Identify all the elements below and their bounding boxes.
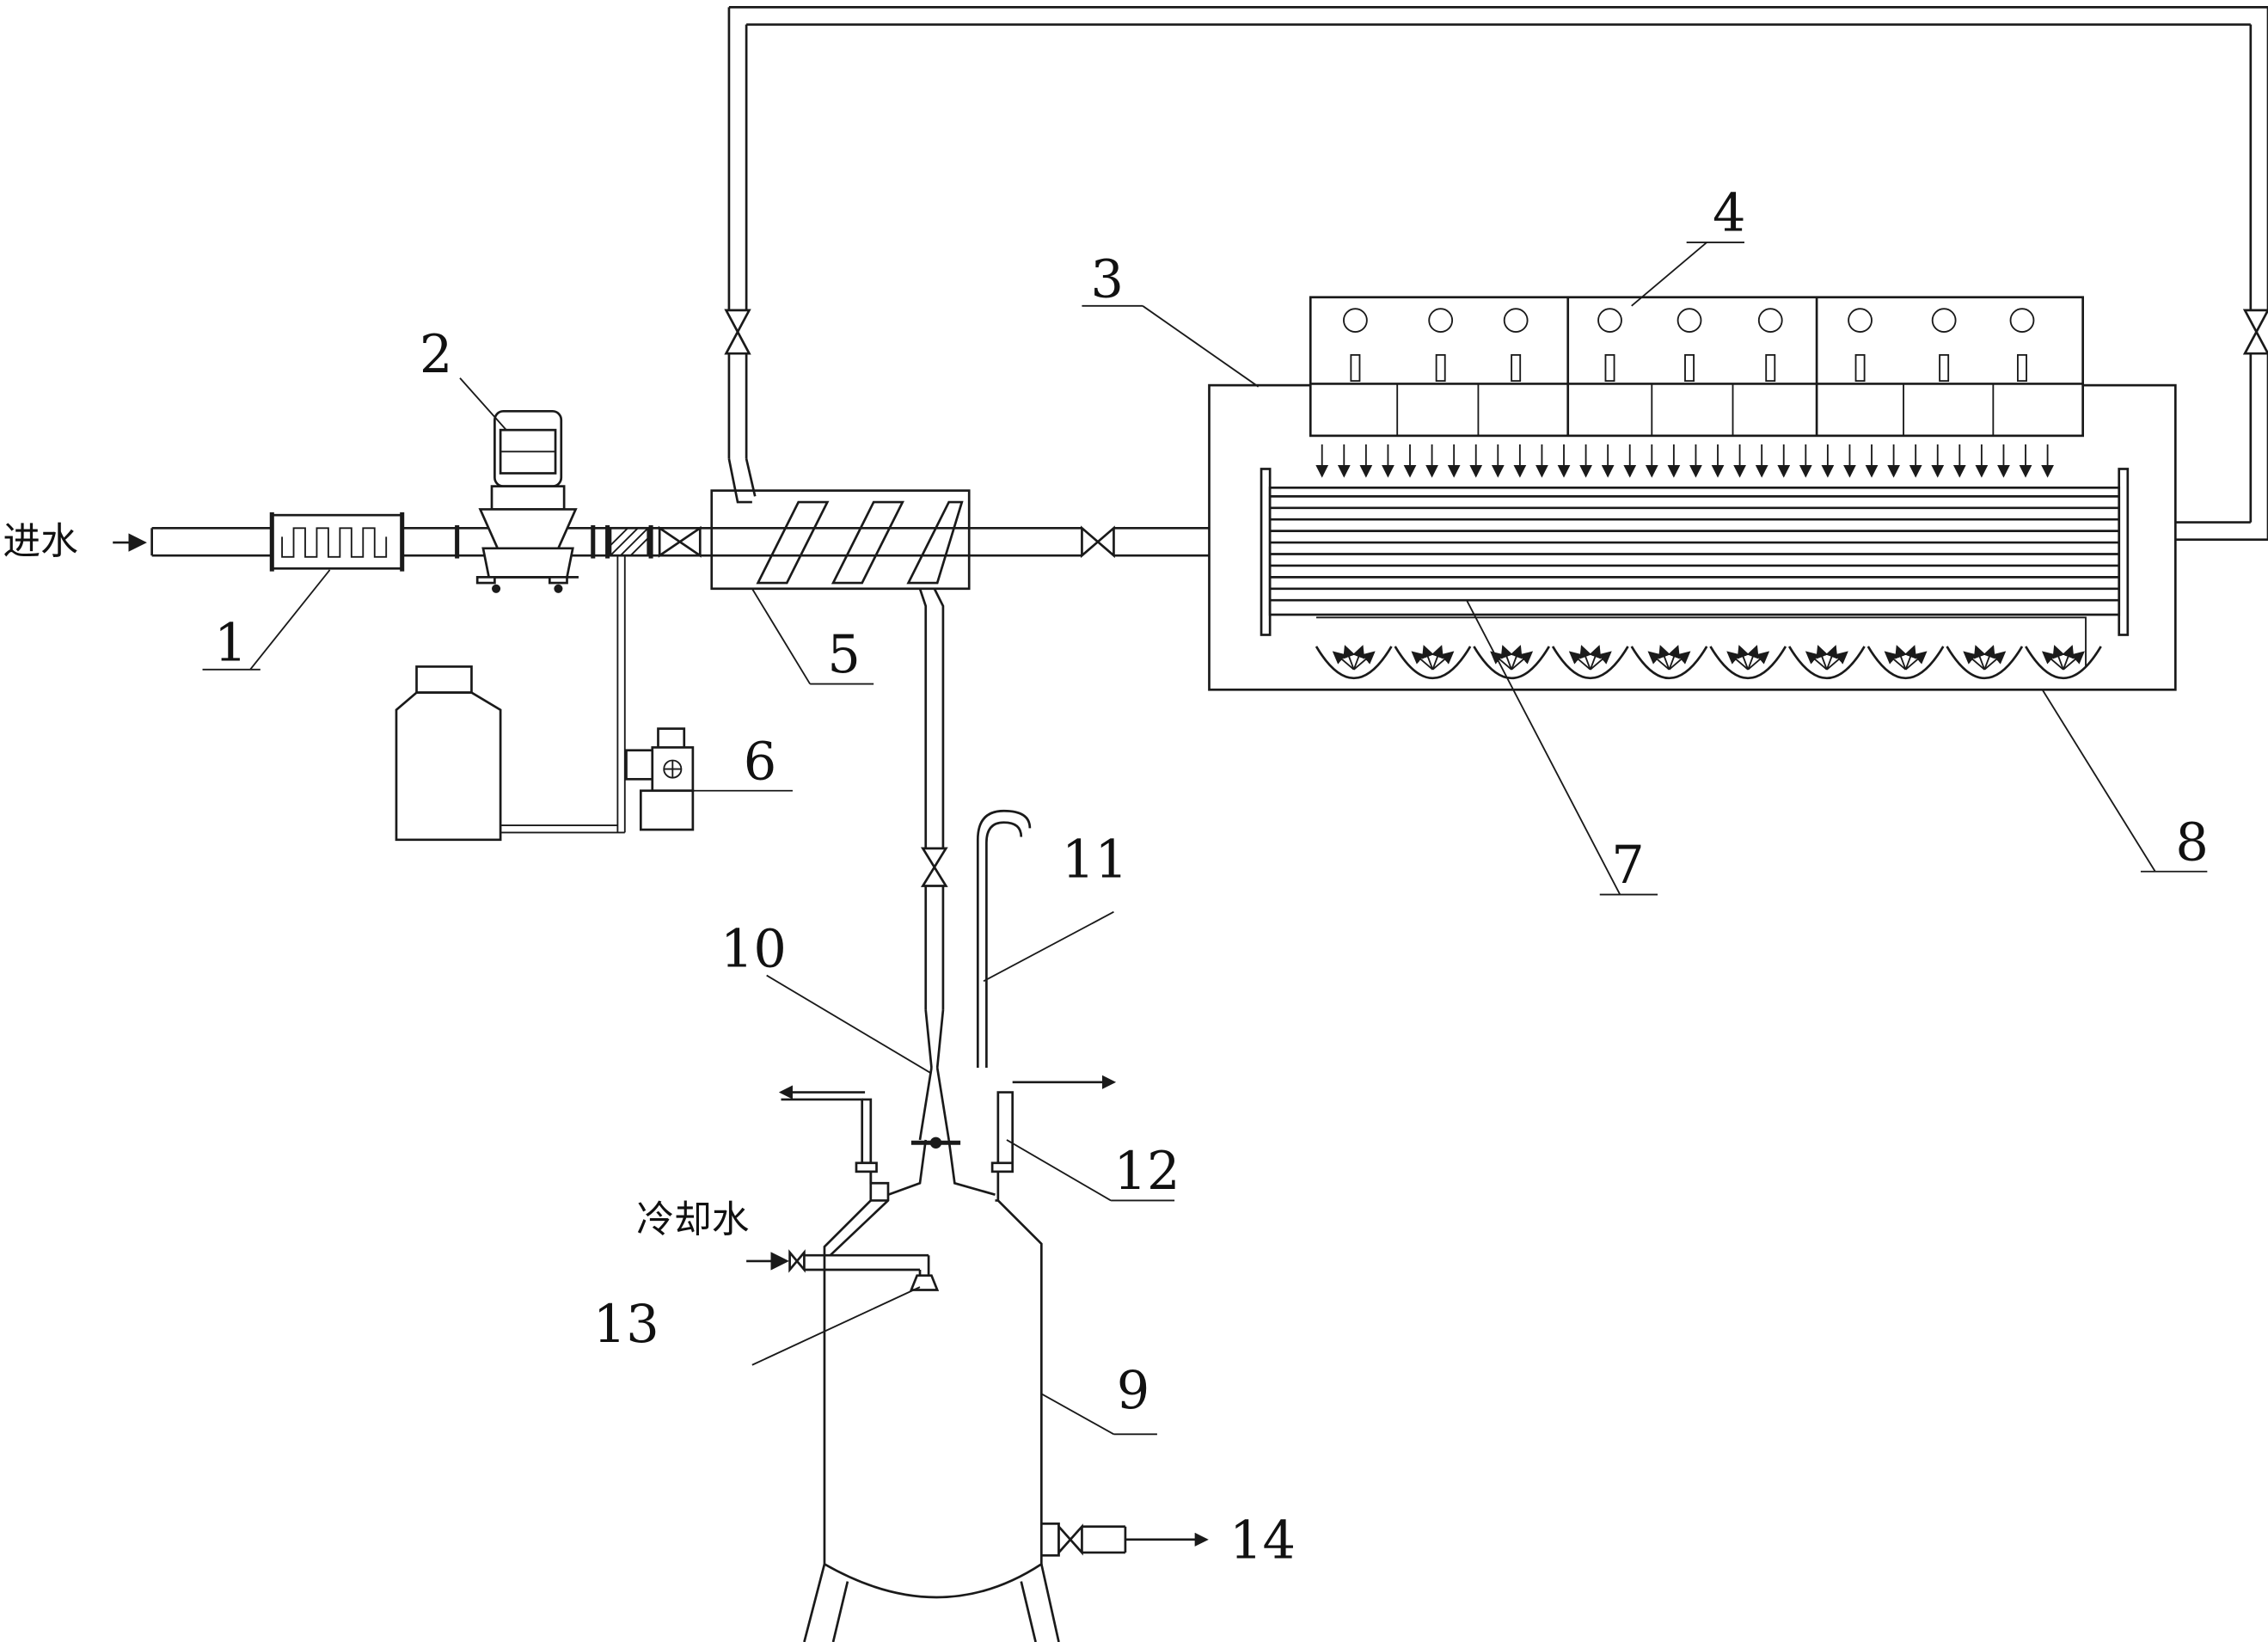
separation-tank-9 — [778, 1075, 1117, 1642]
ejector-nozzle-10 — [910, 1137, 961, 1149]
radiation-arrow — [1411, 651, 1434, 671]
dosing-line — [500, 555, 626, 834]
reflector-lamp — [1867, 646, 1945, 680]
reflector-lamp — [1946, 646, 2024, 680]
radiation-arrow — [1726, 651, 1749, 671]
radiation-arrow — [2063, 651, 2085, 671]
radiation-arrow — [1668, 651, 1691, 671]
reflector-lamps-8 — [1315, 616, 2102, 680]
dosing-pump-6 — [625, 727, 695, 831]
radiation-arrow — [1568, 651, 1591, 671]
radiation-arrow — [1904, 645, 1917, 671]
radiation-arrow — [1963, 651, 1985, 671]
radiation-arrow — [1825, 645, 1838, 671]
radiation-arrow — [1490, 651, 1512, 671]
radiation-arrow — [1511, 651, 1534, 671]
callout-13: 13 — [593, 1295, 659, 1355]
leader-13 — [751, 1286, 921, 1366]
leader-1 — [249, 569, 331, 671]
radiation-arrow — [1590, 651, 1612, 671]
inlet-water-label: 进水 — [3, 520, 77, 564]
callout-2: 2 — [420, 325, 453, 385]
radiation-arrow — [2041, 651, 2064, 671]
coil-heat-exchanger-5 — [710, 489, 971, 591]
reflector-lamp — [1315, 646, 1393, 680]
callout-1: 1 — [214, 614, 248, 674]
reflector-lamp — [1394, 646, 1472, 680]
radiation-arrow — [1431, 651, 1455, 671]
reflector-lamp — [1551, 646, 1629, 680]
callout-3: 3 — [1091, 250, 1125, 310]
radiation-arrow — [1353, 651, 1376, 671]
reflector-lamp — [1787, 646, 1866, 680]
chemical-tank — [395, 665, 502, 842]
radiation-arrow — [2062, 645, 2075, 671]
radiation-arrow — [2052, 645, 2065, 671]
callout-4: 4 — [1713, 184, 1746, 244]
radiation-arrow — [1805, 651, 1828, 671]
tube-bundle-7 — [1260, 468, 2130, 636]
radiation-arrow — [1352, 645, 1365, 671]
radiation-arrow — [1647, 651, 1670, 671]
dosing-injection-point — [605, 524, 653, 559]
leader-5 — [751, 588, 811, 685]
radiation-arrow — [1983, 645, 1995, 671]
reflector-lamp — [1473, 646, 1551, 680]
callout-12: 12 — [1113, 1142, 1180, 1202]
callout-6: 6 — [744, 732, 777, 792]
callout-10: 10 — [720, 920, 787, 980]
radiation-arrow — [1658, 645, 1670, 671]
fan-units-4 — [1309, 296, 2084, 438]
radiation-arrow — [1746, 645, 1759, 671]
leader-12 — [1006, 1139, 1112, 1202]
leader-11 — [983, 910, 1114, 983]
filter-unit-1 — [269, 512, 405, 572]
callout-11: 11 — [1062, 830, 1128, 891]
radiation-arrow — [1500, 645, 1513, 671]
reflector-lamp — [1709, 646, 1787, 680]
radiation-arrow — [1904, 651, 1928, 671]
radiation-arrow — [1343, 645, 1356, 671]
radiation-arrow — [1737, 645, 1750, 671]
radiation-arrow — [1421, 645, 1434, 671]
leader-2 — [459, 377, 507, 431]
spray-nozzle-13 — [788, 1249, 940, 1291]
leader-3 — [1142, 305, 1260, 388]
callout-5: 5 — [827, 625, 861, 685]
callout-7: 7 — [1611, 836, 1645, 896]
leader-7 — [1466, 599, 1621, 896]
radiation-arrow — [1884, 651, 1907, 671]
reflector-lamp — [1630, 646, 1708, 680]
radiation-arrow — [1510, 645, 1523, 671]
radiation-arrow — [1983, 651, 2007, 671]
pump-2 — [475, 409, 579, 593]
pipe-to-heater — [969, 525, 1262, 559]
radiation-arrows-down — [1315, 444, 2055, 478]
leader-10 — [766, 974, 932, 1075]
leader-4 — [1631, 242, 1707, 307]
vertical-pipe-to-ejector — [918, 588, 950, 1141]
reflector-lamp — [2025, 646, 2102, 680]
leader-8 — [2041, 689, 2156, 873]
radiation-arrow — [1747, 651, 1770, 671]
radiation-arrow — [1589, 645, 1602, 671]
radiation-arrow — [1973, 645, 1986, 671]
radiation-arrow — [1332, 651, 1355, 671]
radiation-arrow — [1431, 645, 1444, 671]
radiation-arrow — [1895, 645, 1907, 671]
callout-9: 9 — [1117, 1361, 1150, 1421]
leader-9 — [1040, 1393, 1114, 1436]
radiation-arrow — [1579, 645, 1592, 671]
valve-icon — [658, 525, 702, 558]
radiation-arrow — [1668, 645, 1680, 671]
radiation-arrow — [1826, 651, 1848, 671]
callout-8: 8 — [2175, 812, 2209, 873]
callout-14: 14 — [1229, 1511, 1296, 1572]
drain-outlet-14 — [1039, 1523, 1209, 1557]
radiation-arrow — [1816, 645, 1829, 671]
cooling-water-label: 冷却水 — [636, 1198, 749, 1241]
vent-pipe-11 — [976, 809, 1032, 1069]
